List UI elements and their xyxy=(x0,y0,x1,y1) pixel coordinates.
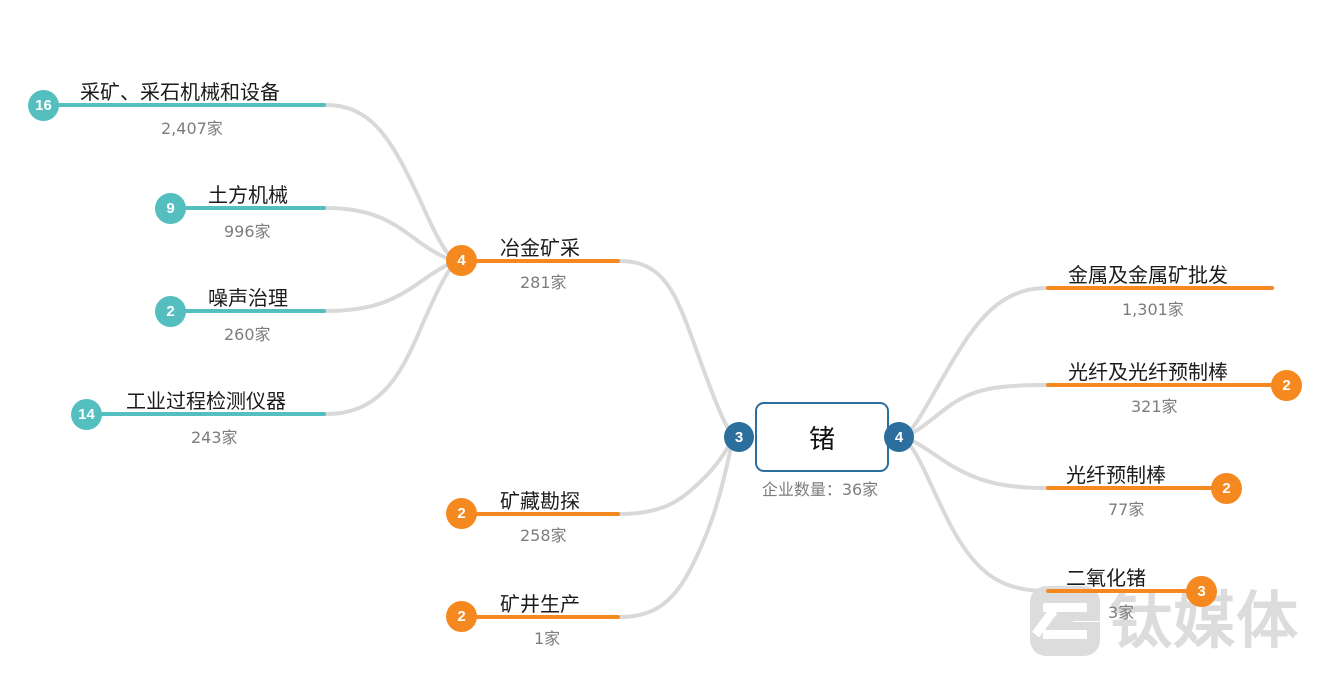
link-earthmoving xyxy=(324,206,457,263)
node-title: 光纤及光纤预制棒 xyxy=(1068,360,1228,384)
node-bar xyxy=(89,412,326,416)
node-count: 258家 xyxy=(520,526,567,545)
node-badge[interactable]: 2 xyxy=(155,296,186,327)
node-badge[interactable]: 2 xyxy=(446,601,477,632)
center-right-badge[interactable]: 4 xyxy=(884,422,914,452)
watermark-logo-icon xyxy=(1030,586,1100,656)
center-node-label: 锗 xyxy=(808,424,835,455)
link-mining-machinery xyxy=(324,103,457,262)
center-node-subtitle: 企业数量：36家 xyxy=(761,480,879,499)
link-instruments xyxy=(324,261,457,416)
node-badge[interactable]: 9 xyxy=(155,193,186,224)
node-count: 281家 xyxy=(520,273,567,292)
node-badge[interactable]: 16 xyxy=(28,90,59,121)
node-count: 77家 xyxy=(1108,500,1145,519)
link-mine-production-to-root xyxy=(618,438,735,619)
node-bar xyxy=(475,259,620,263)
node-count: 3家 xyxy=(1108,603,1135,622)
node-title: 二氧化锗 xyxy=(1066,566,1146,590)
node-bar xyxy=(1046,383,1274,387)
link-root-to-germanium-dioxide xyxy=(903,438,1048,593)
node-count: 243家 xyxy=(191,428,238,447)
node-badge[interactable]: 2 xyxy=(446,498,477,529)
node-title: 矿藏勘探 xyxy=(500,489,580,513)
node-badge[interactable]: 2 xyxy=(1271,370,1302,401)
node-count: 1家 xyxy=(534,629,561,648)
node-count: 2,407家 xyxy=(161,119,223,138)
node-title: 矿井生产 xyxy=(500,592,580,616)
link-noise-control xyxy=(324,260,457,313)
node-count: 996家 xyxy=(224,222,271,241)
node-title: 光纤预制棒 xyxy=(1066,463,1166,487)
node-title: 冶金矿采 xyxy=(500,236,580,260)
node-title: 工业过程检测仪器 xyxy=(126,389,286,413)
node-bar xyxy=(1046,286,1274,290)
node-title: 土方机械 xyxy=(208,183,288,207)
node-bar xyxy=(475,512,620,516)
node-bar xyxy=(173,206,326,210)
node-title: 采矿、采石机械和设备 xyxy=(80,80,280,104)
node-bar xyxy=(46,103,326,107)
node-bar xyxy=(1046,589,1194,593)
node-badge[interactable]: 14 xyxy=(71,399,102,430)
node-badge[interactable]: 2 xyxy=(1211,473,1242,504)
link-exploration-to-root xyxy=(618,436,735,516)
watermark: 钛媒体 xyxy=(1030,583,1320,659)
node-badge[interactable]: 4 xyxy=(446,245,477,276)
center-node[interactable]: 锗 xyxy=(755,402,889,472)
node-count: 1,301家 xyxy=(1122,300,1184,319)
node-count: 260家 xyxy=(224,325,271,344)
node-title: 金属及金属矿批发 xyxy=(1068,263,1228,287)
node-bar xyxy=(173,309,326,313)
node-title: 噪声治理 xyxy=(208,286,288,310)
link-root-to-metal-wholesale xyxy=(903,286,1048,437)
node-bar xyxy=(1046,486,1214,490)
link-metallurgy-to-root xyxy=(618,259,735,438)
node-bar xyxy=(475,615,620,619)
node-count: 321家 xyxy=(1131,397,1178,416)
node-badge[interactable]: 3 xyxy=(1186,576,1217,607)
link-root-to-fiber-preform xyxy=(903,436,1048,490)
link-root-to-fiber-preform-wide xyxy=(903,383,1048,438)
center-left-badge[interactable]: 3 xyxy=(724,422,754,452)
